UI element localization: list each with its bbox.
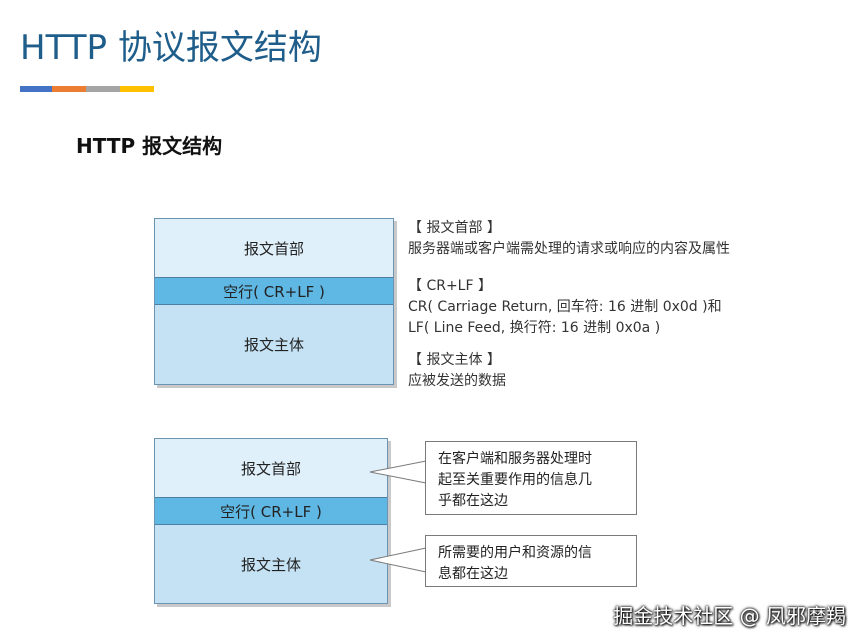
header-annotation: 【 报文首部 】 服务器端或客户端需处理的请求或响应的内容及属性 bbox=[408, 218, 730, 260]
message-structure-diagram-1: 报文首部 空行( CR+LF ) 报文主体 bbox=[154, 218, 394, 385]
body-annotation-desc: 应被发送的数据 bbox=[408, 373, 506, 389]
body-annotation-title: 【 报文主体 】 bbox=[408, 352, 501, 368]
crlf-annotation: 【 CR+LF 】 CR( Carriage Return, 回车符: 16 进… bbox=[408, 276, 722, 339]
message-body-label: 报文主体 bbox=[243, 336, 304, 354]
crlf-annotation-line2: LF( Line Feed, 换行符: 16 进制 0x0a ) bbox=[408, 320, 661, 336]
message-body-label-2: 报文主体 bbox=[240, 555, 301, 574]
crlf-annotation-title: 【 CR+LF 】 bbox=[408, 278, 492, 294]
crlf-section-2: 空行( CR+LF ) bbox=[155, 497, 387, 525]
subtitle: HTTP 报文结构 bbox=[76, 134, 223, 158]
message-header-label-2: 报文首部 bbox=[240, 459, 301, 478]
crlf-label-2: 空行( CR+LF ) bbox=[220, 502, 322, 521]
body-callout: 所需要的用户和资源的信 息都在这边 bbox=[425, 535, 637, 587]
header-annotation-desc: 服务器端或客户端需处理的请求或响应的内容及属性 bbox=[408, 241, 730, 257]
header-callout-pointer bbox=[369, 460, 427, 484]
crlf-label: 空行( CR+LF ) bbox=[223, 282, 325, 301]
message-header-section: 报文首部 bbox=[155, 219, 393, 277]
body-callout-pointer bbox=[369, 547, 427, 573]
body-callout-line1: 所需要的用户和资源的信 bbox=[438, 545, 592, 561]
accent-bar-gray bbox=[86, 86, 120, 92]
header-callout-line3: 乎都在这边 bbox=[438, 493, 508, 509]
message-header-section-2: 报文首部 bbox=[155, 439, 387, 497]
header-callout-line2: 起至关重要作用的信息几 bbox=[438, 472, 592, 488]
message-structure-diagram-2: 报文首部 空行( CR+LF ) 报文主体 bbox=[154, 438, 388, 604]
accent-bar-orange bbox=[52, 86, 86, 92]
crlf-section: 空行( CR+LF ) bbox=[155, 277, 393, 305]
accent-bar-blue bbox=[20, 86, 52, 92]
body-callout-line2: 息都在这边 bbox=[438, 566, 508, 582]
message-header-label: 报文首部 bbox=[243, 239, 304, 258]
crlf-annotation-line1: CR( Carriage Return, 回车符: 16 进制 0x0d )和 bbox=[408, 299, 722, 315]
header-callout-line1: 在客户端和服务器处理时 bbox=[438, 451, 592, 467]
watermark: 掘金技术社区 @ 凤邪摩羯 bbox=[613, 604, 846, 628]
header-annotation-title: 【 报文首部 】 bbox=[408, 220, 501, 236]
page-title: HTTP 协议报文结构 bbox=[20, 28, 322, 68]
accent-bar-yellow bbox=[120, 86, 154, 92]
message-body-section-2: 报文主体 bbox=[155, 525, 387, 603]
message-body-section: 报文主体 bbox=[155, 305, 393, 384]
body-annotation: 【 报文主体 】 应被发送的数据 bbox=[408, 350, 506, 392]
header-callout: 在客户端和服务器处理时 起至关重要作用的信息几 乎都在这边 bbox=[425, 441, 637, 515]
